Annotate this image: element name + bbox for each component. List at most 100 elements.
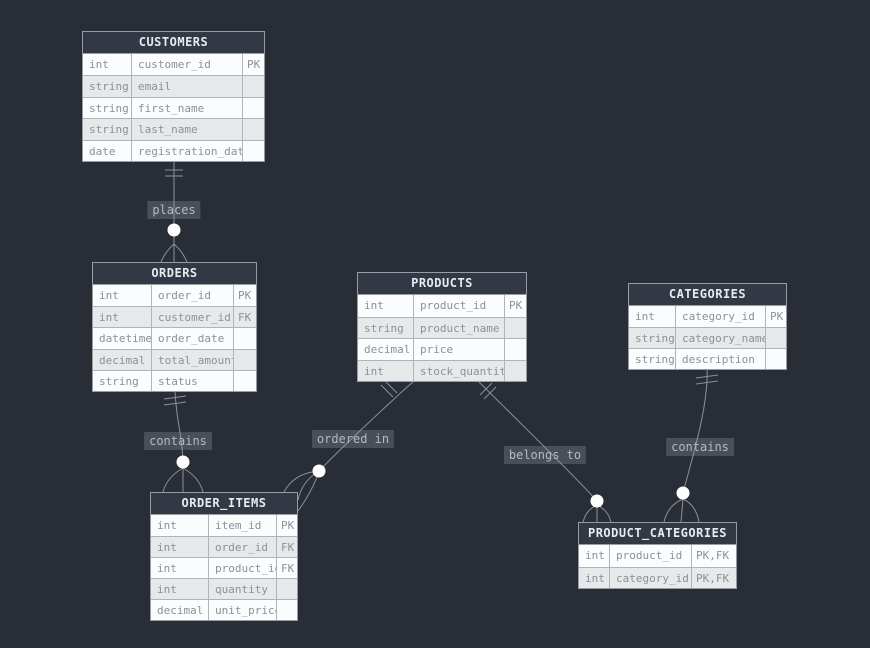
cardinality-one-tick <box>163 395 187 400</box>
column-type: int <box>585 571 605 585</box>
relationship-line-belongs-to <box>476 379 598 502</box>
relationship-label-contains[interactable]: contains <box>666 438 734 456</box>
column-name: last_name <box>131 119 242 140</box>
table-title: ORDERS <box>93 263 256 285</box>
column-type: int <box>157 562 177 575</box>
column-key <box>242 140 264 161</box>
column-key <box>504 317 526 338</box>
relationship-line-contains <box>682 367 708 494</box>
table-title: PRODUCT_CATEGORIES <box>579 523 736 545</box>
column-name: product_name <box>413 317 504 338</box>
column-name: description <box>675 349 765 369</box>
column-type: string <box>89 123 129 137</box>
table-title: CUSTOMERS <box>83 32 264 54</box>
relationship-label-ordered-in[interactable]: ordered in <box>311 430 395 448</box>
column-type: int <box>157 519 177 532</box>
column-key: PK <box>276 515 297 536</box>
crows-foot-prong <box>680 498 684 523</box>
column-type: string <box>89 80 129 94</box>
column-name: order_id <box>151 285 233 307</box>
cardinality-one-tick <box>384 380 398 394</box>
table-title: ORDER_ITEMS <box>151 493 297 515</box>
column-type: string <box>635 353 675 366</box>
relationship-label-belongs-to[interactable]: belongs to <box>503 446 587 464</box>
column-key: PK <box>242 54 264 76</box>
column-type: int <box>99 311 119 325</box>
cardinality-one-tick <box>479 382 493 396</box>
column-name: customer_id <box>131 54 242 76</box>
column-name: category_id <box>675 306 765 327</box>
column-key: FK <box>276 537 297 557</box>
column-name: order_id <box>208 537 276 557</box>
column-key: PK <box>233 285 256 307</box>
cardinality-zero-dot <box>167 223 181 237</box>
cardinality-one-tick <box>695 380 719 385</box>
column-type: string <box>89 101 129 115</box>
column-key <box>242 119 264 140</box>
column-key <box>504 360 526 381</box>
column-name: product_id <box>208 558 276 578</box>
column-type: decimal <box>364 343 411 356</box>
column-type: int <box>89 58 109 71</box>
column-key <box>233 370 256 391</box>
column-type: string <box>99 374 139 388</box>
column-name: email <box>131 76 242 97</box>
table-row: string status <box>93 369 256 391</box>
table-title: PRODUCTS <box>358 273 526 295</box>
column-key: FK <box>233 307 256 328</box>
column-key: PK,FK <box>691 545 736 567</box>
crows-foot-prong <box>162 467 184 493</box>
column-key <box>765 349 786 369</box>
column-name: price <box>413 339 504 360</box>
column-type: int <box>585 549 605 562</box>
cardinality-one-tick <box>695 374 719 379</box>
crows-foot-prong <box>160 243 175 263</box>
table-title: CATEGORIES <box>629 284 786 306</box>
cardinality-one-tick <box>483 386 497 400</box>
column-type: int <box>157 583 177 596</box>
column-type: string <box>635 332 675 345</box>
relationship-label-contains[interactable]: contains <box>144 432 212 450</box>
column-key <box>233 328 256 349</box>
column-name: customer_id <box>151 307 233 328</box>
column-name: status <box>151 370 233 391</box>
column-name: order_date <box>151 328 233 349</box>
cardinality-one-tick <box>380 384 394 398</box>
column-key: PK <box>504 295 526 317</box>
column-key <box>504 339 526 360</box>
column-name: product_id <box>609 545 691 567</box>
column-name: first_name <box>131 97 242 119</box>
column-name: registration_date <box>131 140 242 161</box>
column-type: int <box>99 289 119 302</box>
crows-foot-prong <box>173 243 188 263</box>
column-key <box>276 600 297 620</box>
cardinality-zero-dot <box>676 486 690 500</box>
cardinality-zero-dot <box>176 455 190 469</box>
relationship-label-places[interactable]: places <box>147 201 201 219</box>
column-name: total_amount <box>151 349 233 370</box>
column-name: product_id <box>413 295 504 317</box>
cardinality-zero-dot <box>590 494 604 508</box>
